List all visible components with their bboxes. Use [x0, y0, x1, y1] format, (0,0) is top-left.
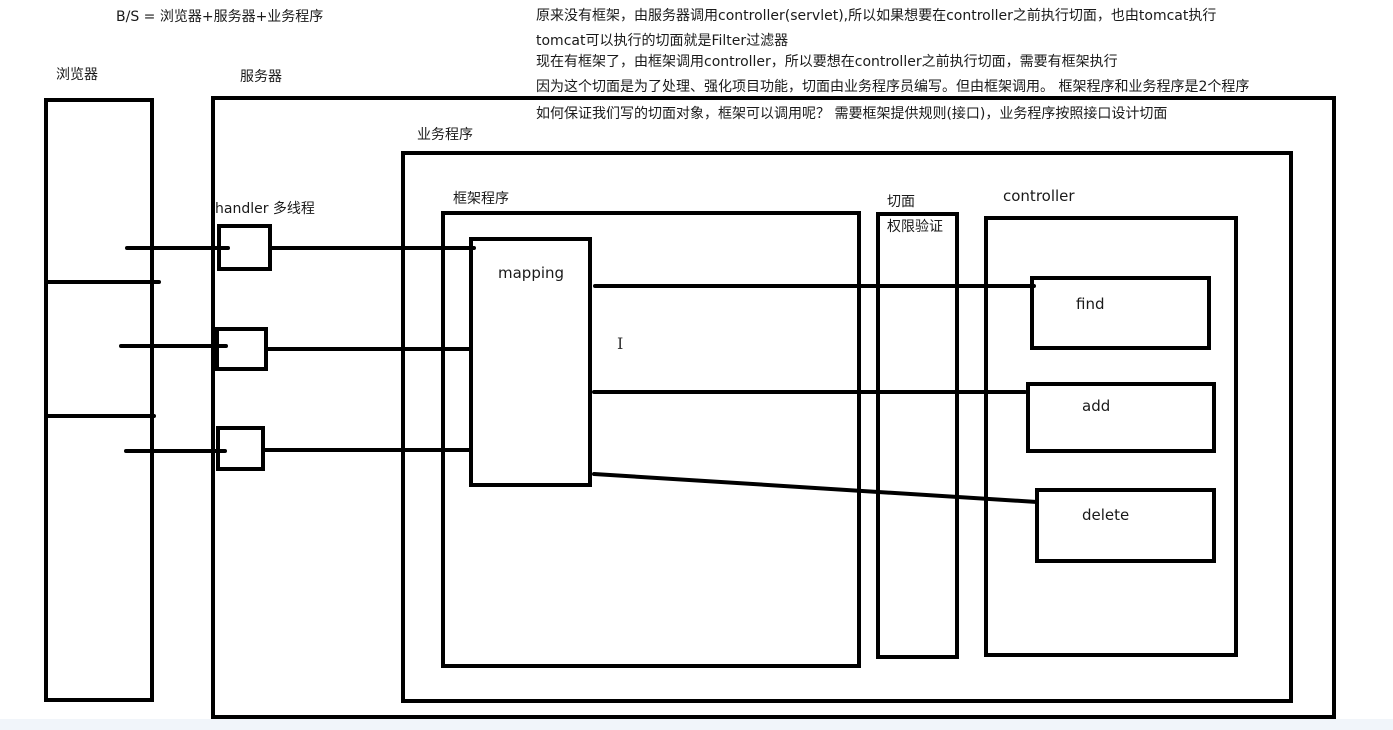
- business-program-box: [401, 151, 1293, 703]
- note-line-3: 现在有框架了，由框架调用controller，所以要想在controller之前…: [536, 54, 1118, 70]
- text-cursor-icon: I: [617, 334, 624, 353]
- bs-formula-title: B/S = 浏览器+服务器+业务程序: [116, 9, 324, 25]
- note-line-4: 因为这个切面是为了处理、强化项目功能，切面由业务程序员编写。但由框架调用。 框架…: [536, 79, 1250, 95]
- handler-thread-box-3: [216, 426, 265, 471]
- mapping-to-delete-line: [592, 472, 1039, 504]
- bottom-strip: [0, 719, 1393, 730]
- browser-box: [44, 98, 154, 702]
- framework-program-label: 框架程序: [453, 191, 509, 207]
- find-method-label: find: [1076, 295, 1105, 313]
- business-program-label: 业务程序: [417, 127, 473, 143]
- delete-method-label: delete: [1082, 506, 1130, 524]
- delete-method-box: [1035, 488, 1216, 563]
- handler-label: handler 多线程: [215, 201, 315, 217]
- controller-label: controller: [1003, 187, 1075, 205]
- add-method-box: [1026, 382, 1216, 453]
- browser-label: 浏览器: [56, 67, 98, 83]
- mapping-label: mapping: [498, 264, 565, 282]
- framework-program-box: [441, 211, 861, 668]
- find-method-box: [1030, 276, 1211, 350]
- permission-check-label: 权限验证: [887, 219, 943, 235]
- note-line-1: 原来没有框架，由服务器调用controller(servlet),所以如果想要在…: [536, 8, 1217, 24]
- aspect-box: [876, 212, 959, 659]
- aspect-label: 切面: [887, 194, 915, 210]
- mapping-box: [469, 237, 592, 487]
- note-line-2: tomcat可以执行的切面就是Filter过滤器: [536, 33, 789, 49]
- note-line-5: 如何保证我们写的切面对象，框架可以调用呢？ 需要框架提供规则(接口)，业务程序按…: [536, 106, 1168, 122]
- controller-box: [984, 216, 1238, 657]
- handler-thread-box-2: [215, 327, 268, 371]
- server-box: [211, 96, 1336, 719]
- server-label: 服务器: [240, 69, 282, 85]
- add-method-label: add: [1082, 397, 1111, 415]
